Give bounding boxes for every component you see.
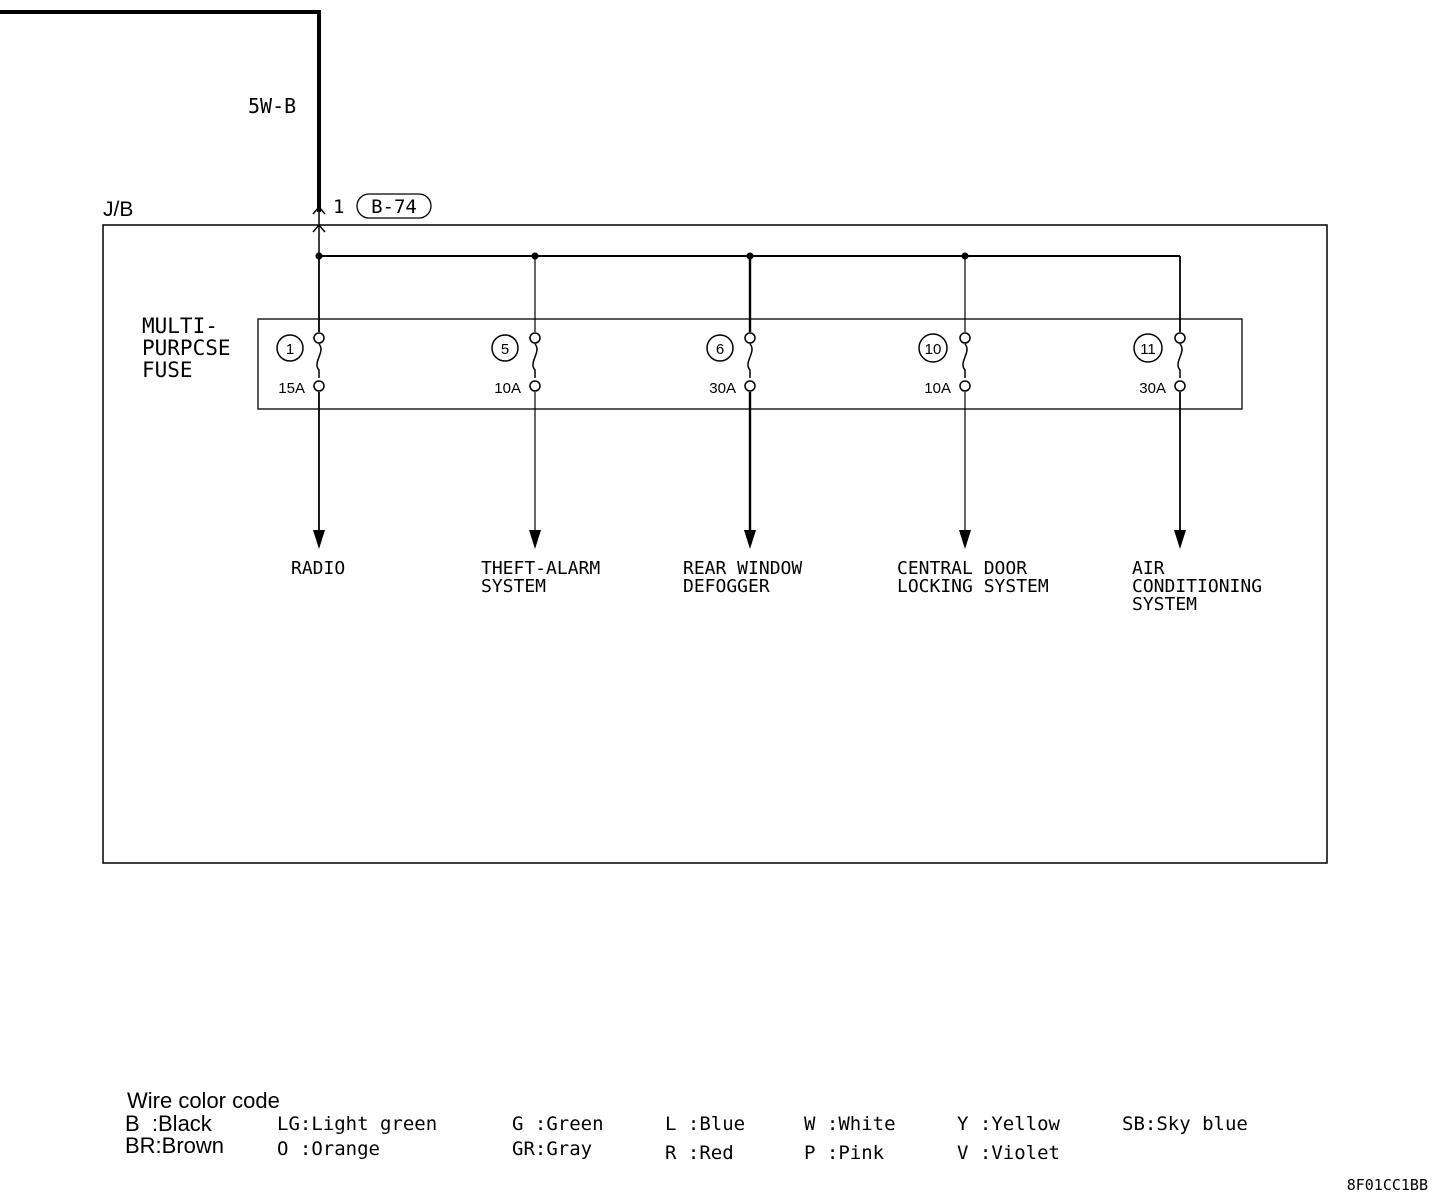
load-label-line: DEFOGGER bbox=[683, 576, 770, 597]
fuse-rating: 30A bbox=[709, 380, 736, 397]
load-label: REAR WINDOW DEFOGGER bbox=[683, 558, 813, 597]
load-arrow bbox=[744, 530, 756, 549]
fuse-block-label-line: FUSE bbox=[142, 358, 193, 382]
load-label-line: LOCKING SYSTEM bbox=[897, 576, 1049, 597]
fuse-terminal-bottom bbox=[313, 380, 325, 392]
fuse-branch-1: 1 15A RADIO bbox=[276, 252, 345, 579]
load-label-line: THEFT-ALARM bbox=[481, 558, 600, 579]
load-label-line: CONDITIONING bbox=[1132, 576, 1262, 597]
fuse-number-circle bbox=[491, 334, 519, 362]
legend-entry: LG:Light green bbox=[277, 1113, 437, 1135]
fuse-terminal-top bbox=[744, 332, 756, 344]
legend-entry: GR:Gray bbox=[512, 1138, 592, 1160]
figure-code: 8F01CC1BB bbox=[1347, 1176, 1428, 1194]
legend-entry: R :Red bbox=[665, 1142, 734, 1164]
fuse-rating: 30A bbox=[1139, 380, 1166, 397]
fuse-terminal-bottom bbox=[959, 380, 971, 392]
fuse-branch-10: 10 10A CENTRAL DOOR LOCKING SYSTEM bbox=[897, 252, 1049, 597]
fuse-number: 11 bbox=[1140, 341, 1156, 358]
connector-pin: 1 bbox=[333, 196, 344, 218]
fuse-branch-5: 5 10A THEFT-ALARM SYSTEM bbox=[481, 252, 611, 597]
fuse-terminal-top bbox=[529, 332, 541, 344]
fuse-block-label: MULTI- PURPCSE FUSE bbox=[142, 314, 243, 382]
load-arrow bbox=[313, 530, 325, 549]
fuse-element bbox=[1177, 343, 1183, 378]
fuse-number-circle bbox=[1133, 333, 1163, 363]
junction-block-label: J/B bbox=[103, 198, 133, 221]
fuse-number: 5 bbox=[501, 341, 509, 358]
fuse-number-circle bbox=[276, 334, 304, 362]
fuse-number-circle bbox=[706, 334, 734, 362]
fuse-terminal-top bbox=[959, 332, 971, 344]
legend-entry: G :Green bbox=[512, 1113, 604, 1135]
fuse-number: 1 bbox=[286, 341, 294, 358]
connector-id: B-74 bbox=[371, 196, 417, 218]
fuse-number: 6 bbox=[716, 341, 724, 358]
fuse-block-label-line: PURPCSE bbox=[142, 336, 231, 360]
legend-entry: L :Blue bbox=[665, 1113, 745, 1135]
fuse-terminal-top bbox=[1174, 332, 1186, 344]
fuse-terminal-bottom bbox=[529, 380, 541, 392]
load-label: THEFT-ALARM SYSTEM bbox=[481, 558, 611, 597]
legend-entry: BR:Brown bbox=[125, 1133, 224, 1158]
load-label-line: CENTRAL DOOR bbox=[897, 558, 1027, 579]
load-arrow bbox=[959, 530, 971, 549]
load-label-line: REAR WINDOW bbox=[683, 558, 802, 579]
wire-label: 5W-B bbox=[248, 94, 296, 118]
fuse-element bbox=[532, 343, 538, 378]
fuse-branch-11: 11 30A AIR CONDITIONING SYSTEM bbox=[1132, 256, 1273, 615]
fuse-number-circle bbox=[918, 333, 948, 363]
load-label-line: SYSTEM bbox=[1132, 594, 1197, 615]
legend-entry: O :Orange bbox=[277, 1138, 380, 1160]
incoming-wire bbox=[0, 10, 321, 212]
load-arrow bbox=[1174, 530, 1186, 549]
wire-color-legend: Wire color code B :Black LG:Light green … bbox=[125, 1088, 1248, 1164]
load-label-line: AIR bbox=[1132, 558, 1165, 579]
fuse-branch-6: 6 30A REAR WINDOW DEFOGGER bbox=[683, 252, 813, 597]
legend-entry: B :Black bbox=[125, 1111, 213, 1136]
fuse-rating: 10A bbox=[924, 380, 951, 397]
fuse-terminal-bottom bbox=[1174, 380, 1186, 392]
load-label: AIR CONDITIONING SYSTEM bbox=[1132, 558, 1273, 615]
load-arrow bbox=[529, 530, 541, 549]
connector-id-box bbox=[356, 193, 432, 219]
load-label-line: RADIO bbox=[291, 558, 345, 579]
fuse-terminal-bottom bbox=[744, 380, 756, 392]
fuse-rating: 10A bbox=[494, 380, 521, 397]
legend-entry: SB:Sky blue bbox=[1122, 1113, 1248, 1135]
legend-entry: V :Violet bbox=[957, 1142, 1060, 1164]
fuse-block-label-line: MULTI- bbox=[142, 314, 218, 338]
legend-entry: W :White bbox=[804, 1113, 896, 1135]
fuse-terminal-top bbox=[313, 332, 325, 344]
load-label: RADIO bbox=[291, 558, 345, 579]
legend-entry: Y :Yellow bbox=[957, 1113, 1061, 1135]
fuse-element bbox=[316, 343, 322, 378]
legend-entry: P :Pink bbox=[804, 1142, 885, 1164]
fuse-rating: 15A bbox=[278, 380, 305, 397]
junction-block-outline bbox=[102, 224, 1328, 864]
fuse-number: 10 bbox=[925, 341, 942, 358]
legend-title: Wire color code bbox=[127, 1088, 280, 1113]
fuse-element bbox=[962, 343, 968, 378]
load-label-line: SYSTEM bbox=[481, 576, 546, 597]
fuse-element bbox=[747, 343, 753, 378]
load-label: CENTRAL DOOR LOCKING SYSTEM bbox=[897, 558, 1049, 597]
